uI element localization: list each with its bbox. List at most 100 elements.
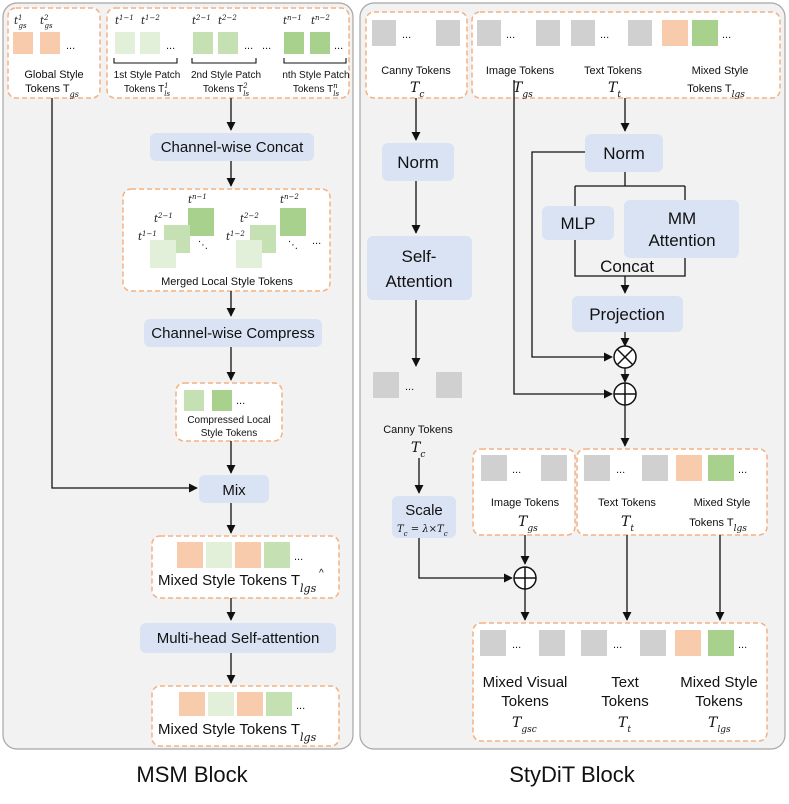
arrow-scale-to-plus [418,538,513,583]
patch1-token-a: t1−1 [115,14,134,27]
patch2-brace [191,58,257,64]
img-mid-label: Image Tokens [491,497,560,509]
vis-out-sq-2 [539,630,565,656]
mix-top-sq-2 [692,20,718,46]
patch2-square-b [218,32,238,54]
patch1-square-a [115,32,135,54]
vis-out-label-2: Tokens [501,693,549,710]
global-style-label-1: Global Style [24,69,83,81]
patch1-label-2: Tokens Tls1 [124,82,171,98]
txt-top-T: Tt [608,80,621,100]
txt-top-label: Text Tokens [584,65,642,77]
mixed-hat-sq-4 [264,542,290,568]
mlp-box [542,206,614,240]
patch1-brace [113,58,178,64]
mixed-out-sq-4 [266,692,292,716]
patchn-brace [283,58,347,64]
mixed-out-sq-2 [208,692,234,716]
mm-attention-box [624,200,739,258]
mix-top-label-2: Tokens Tlgs [687,83,745,100]
canny-top-dots: ... [402,29,411,41]
patch1-square-b [140,32,160,54]
canny-top-T: Tc [410,80,424,100]
patchn-label-2: Tokens Tlsn [293,82,340,98]
txt-mid-T: Tt [621,514,634,534]
merged-a-1 [150,240,176,268]
norm-right-label: Norm [603,144,645,163]
img-mid-sq-1 [481,455,507,481]
arrow-image-skip-to-plus [513,80,613,399]
merged-b-1 [236,240,262,268]
arrow-norm-skip-to-times [531,151,613,362]
img-top-sq-2 [536,20,560,46]
stydit-caption: StyDiT Block [509,762,636,787]
patch2-label-2: Tokens Tls2 [203,82,250,98]
patchn-label-1: nth Style Patch [282,70,349,81]
merged-dots-b: ⋱ [288,240,298,251]
line-concat [574,240,686,277]
compressed-label-2: Style Tokens [201,428,258,439]
norm-left-box [382,143,454,181]
self-attention-box [367,236,472,300]
mixed-out-sq-3 [237,692,263,716]
scale-box [392,496,456,538]
patchn-dots: ... [334,40,343,52]
txt-out-sq-1 [581,630,607,656]
patch-groups-dots: ... [262,40,271,52]
txt-out-sq-2 [640,630,666,656]
canny-mid-sq-1 [373,372,399,398]
patch1-dots: ... [166,40,175,52]
img-top-dots: ... [506,29,515,41]
img-mid-T: Tgs [518,514,538,534]
txt-top-dots: ... [600,29,609,41]
gs-dots: ... [66,40,75,52]
mixed-hat-sq-1 [177,542,203,568]
channel-compress-label: Channel-wise Compress [151,325,314,342]
compressed-label-1: Compressed Local [187,415,270,426]
patch2-label-1: 2nd Style Patch [191,70,261,81]
patch2-dots: ... [244,40,253,52]
mixed-out-sq-1 [179,692,205,716]
projection-label: Projection [589,305,665,324]
img-mid-dots: ... [512,464,521,476]
mixed-hat-label: Mixed Style Tokens Tlgs [158,572,317,595]
txt-top-sq-2 [628,20,652,46]
canny-top-sq-2 [436,20,460,46]
patch2-token-b: t2−2 [218,14,237,27]
norm-left-label: Norm [397,153,439,172]
txt-mid-dots: ... [616,464,625,476]
txt-out-T: Tt [618,715,631,735]
mixed-out-dots: ... [296,700,305,712]
mix-label: Mix [222,482,246,499]
mhsa-label: Multi-head Self-attention [157,630,320,647]
img-top-label: Image Tokens [486,65,555,77]
canny-mid-T: Tc [411,440,425,460]
mix-box [199,475,269,503]
patchn-square-b [310,32,330,54]
multiply-circle-icon [613,345,637,369]
img-top-T: Tgs [513,80,533,100]
self-attention-label-1: Self- [402,247,437,266]
mlp-label: MLP [561,214,596,233]
vis-out-sq-1 [480,630,506,656]
mix-mid-dots: ... [738,464,747,476]
mix-mid-sq-1 [676,455,702,481]
merged-b-n [280,208,306,236]
plus-circle-icon [513,566,537,590]
mix-top-dots: ... [722,29,731,41]
gs-token-square-2 [40,32,60,54]
mix-out-T: Tlgs [708,715,731,735]
txt-top-sq-1 [571,20,595,46]
merged-dots-a: ⋱ [198,240,208,251]
canny-mid-sq-2 [436,372,462,398]
canny-mid-dots: ... [405,381,414,393]
canny-top-sq-1 [372,20,396,46]
compressed-square-1 [184,390,204,411]
txt-mid-sq-2 [642,455,668,481]
self-attention-label-2: Attention [385,272,452,291]
